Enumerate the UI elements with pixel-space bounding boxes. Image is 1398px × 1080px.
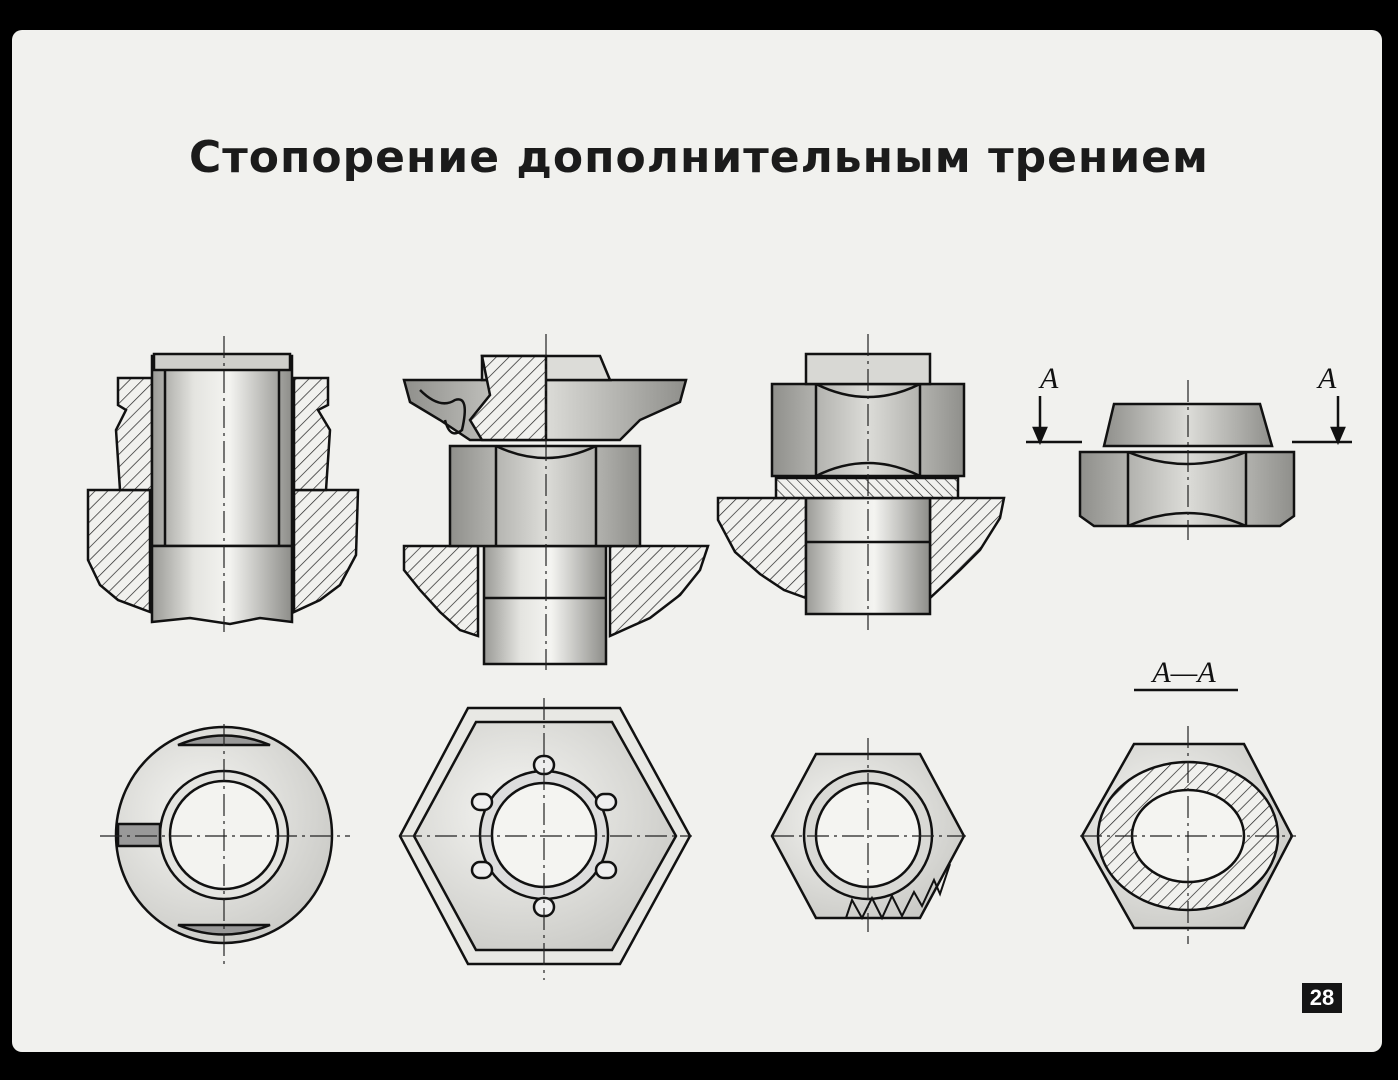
page-title: Стопорение дополнительным трением [189, 132, 1209, 183]
page-number: 28 [1302, 983, 1342, 1013]
centre-lines [100, 334, 1296, 980]
section-mark-right: А [1316, 362, 1337, 395]
section-mark-left: А [1038, 362, 1059, 395]
split-nut-elevation [86, 352, 360, 626]
crown-nut-elevation [402, 354, 710, 666]
section-arrows [1026, 396, 1352, 446]
section-label: А—А [1150, 656, 1216, 689]
insert-nut-elevation [1078, 402, 1296, 528]
washer-nut-elevation [716, 352, 1006, 616]
crown-nut-plan [398, 706, 692, 966]
